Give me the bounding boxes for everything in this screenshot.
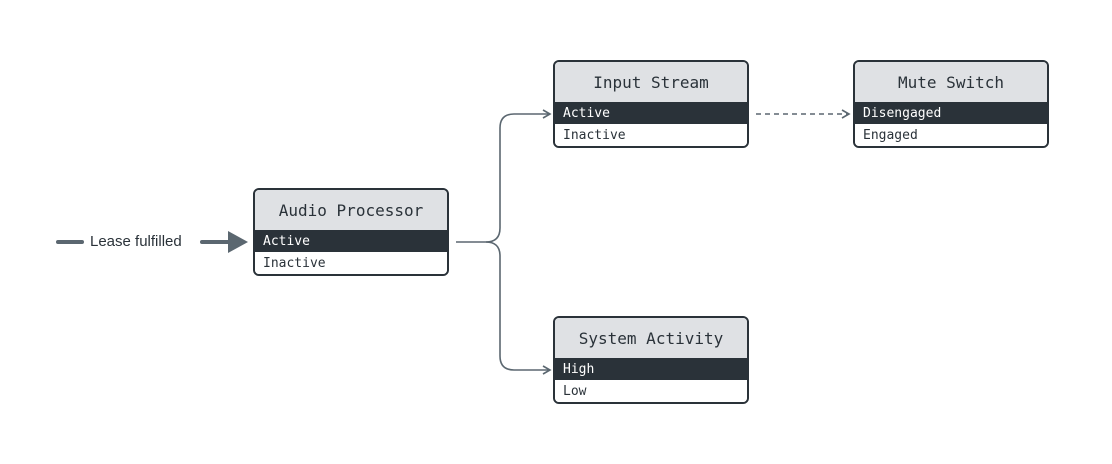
- state-active[interactable]: Active: [555, 102, 747, 124]
- edge-audio-processor-to-input-stream: [456, 109, 552, 243]
- entry-arrow-head: [228, 231, 248, 253]
- state-low[interactable]: Low: [555, 380, 747, 402]
- node-title: Mute Switch: [855, 62, 1047, 102]
- entry-label: Lease fulfilled: [90, 233, 182, 250]
- node-system-activity[interactable]: System Activity High Low: [553, 316, 749, 404]
- state-inactive[interactable]: Inactive: [555, 124, 747, 146]
- state-active[interactable]: Active: [255, 230, 447, 252]
- state-inactive[interactable]: Inactive: [255, 252, 447, 274]
- node-title: Input Stream: [555, 62, 747, 102]
- node-title: System Activity: [555, 318, 747, 358]
- state-high[interactable]: High: [555, 358, 747, 380]
- edge-audio-processor-to-system-activity: [485, 241, 552, 375]
- state-engaged[interactable]: Engaged: [855, 124, 1047, 146]
- node-audio-processor[interactable]: Audio Processor Active Inactive: [253, 188, 449, 276]
- node-input-stream[interactable]: Input Stream Active Inactive: [553, 60, 749, 148]
- state-disengaged[interactable]: Disengaged: [855, 102, 1047, 124]
- node-title: Audio Processor: [255, 190, 447, 230]
- node-mute-switch[interactable]: Mute Switch Disengaged Engaged: [853, 60, 1049, 148]
